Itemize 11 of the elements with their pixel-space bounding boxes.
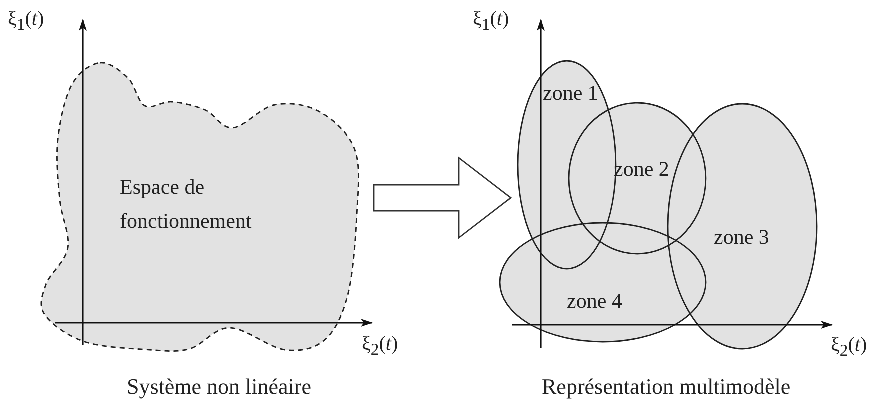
zone-label: zone 4 [567,288,624,315]
axis-label: ξ$_{2}$(t) [362,333,398,360]
axis-label: ξ$_{2}$(t) [831,334,868,361]
region-label: Espace de fonctionnement [120,174,253,235]
zone-label: zone 3 [714,224,770,251]
zone-label: zone 1 [543,80,600,107]
block-arrow [373,156,512,240]
axis-label: ξ$_{1}$(t) [473,8,510,35]
panel-caption: Représentation multimodèle [542,374,791,400]
panel-caption: Système non linéaire [127,374,312,400]
axis-label: ξ$_{1}$(t) [8,8,44,35]
